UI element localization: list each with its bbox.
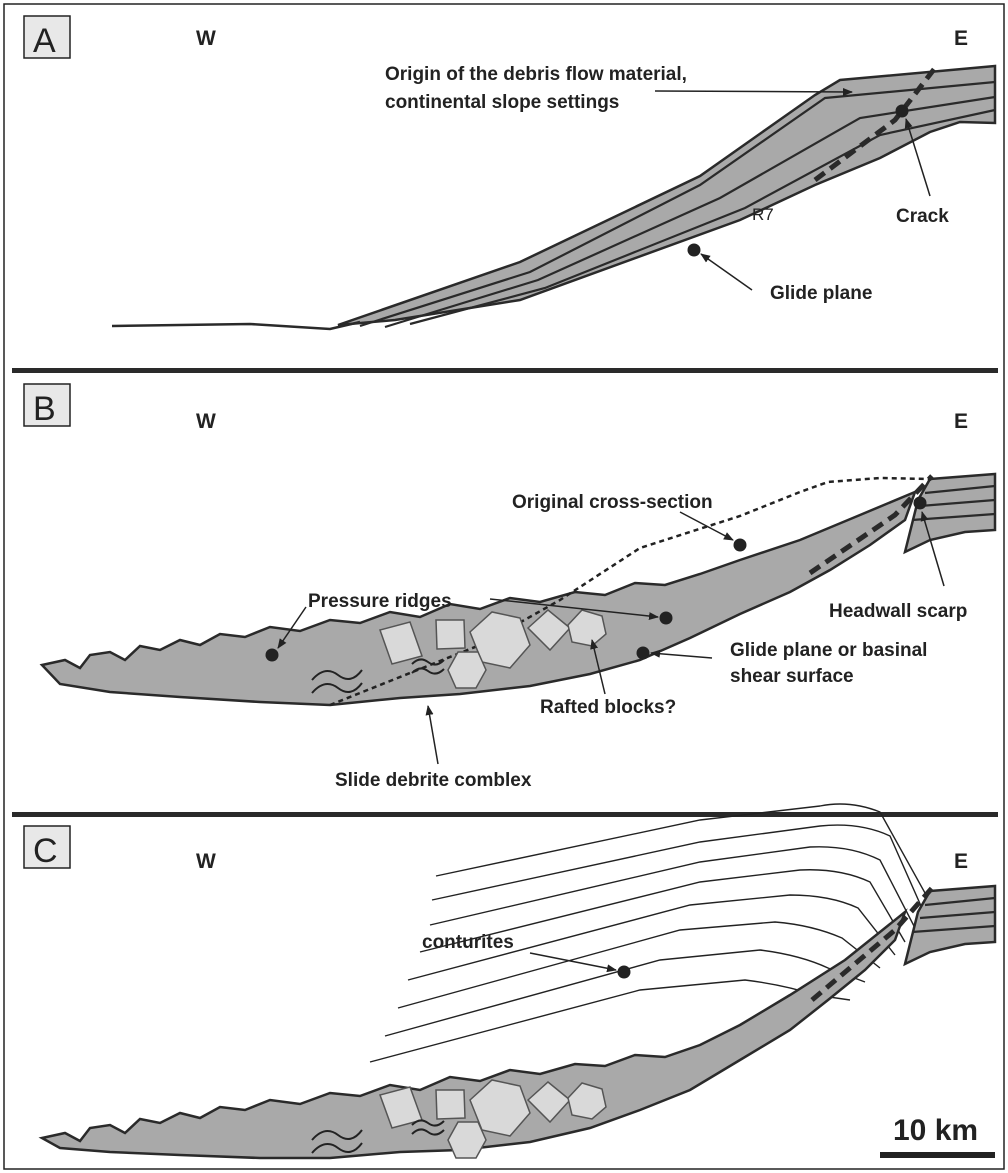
panel-b-original-cross-section-dot [734,539,747,552]
panel-b-glide-plane-dot [637,647,650,660]
panel-b-glide-plane-label-line2: shear surface [730,666,854,687]
figure-frame [4,4,1004,1169]
panel-b-pressure-ridge-dot-1 [660,612,673,625]
panel-c: C W E [24,804,995,1158]
panel-a-r7-label: R7 [752,205,774,224]
panel-b-headwall-scarp-label: Headwall scarp [829,601,967,622]
panel-b-pressure-ridges-label: Pressure ridges [308,591,452,612]
panel-a-east-label: E [954,27,968,50]
panel-b-rafted-blocks-label: Rafted blocks? [540,697,676,718]
panel-a-origin-label-line1: Origin of the debris flow material, [385,64,687,85]
panel-b-east-label: E [954,410,968,433]
panel-b-headwall-dot [914,497,927,510]
panel-a-glide-plane-label: Glide plane [770,283,872,304]
panel-a-crack-dot [896,105,909,118]
panel-a: A W E Origin of the debris flow material… [24,16,995,329]
panel-b-headwall-strata [905,474,995,552]
panel-c-headwall-strata [905,886,995,964]
panel-c-conturites-label: conturites [422,932,514,953]
panel-a-origin-label-line2: continental slope settings [385,92,619,113]
panel-c-west-label: W [196,850,216,873]
scale-bar [880,1152,995,1158]
panel-b-west-label: W [196,410,216,433]
panel-divider-ab [12,368,998,373]
panel-a-crack-label: Crack [896,206,949,227]
panel-c-conturites-dot [618,966,631,979]
scale-bar-label: 10 km [893,1114,978,1147]
panel-divider-bc [12,812,998,817]
panel-b-pressure-ridge-dot-2 [266,649,279,662]
panel-b-glide-plane-label-line1: Glide plane or basinal [730,640,927,661]
panel-a-letter: A [33,22,56,60]
panel-b-letter: B [33,390,56,428]
panel-a-west-label: W [196,27,216,50]
panel-c-east-label: E [954,850,968,873]
panel-b-original-cross-section-label: Original cross-section [512,492,713,513]
panel-c-letter: C [33,832,58,870]
panel-b-slide-debrite-label: Slide debrite comblex [335,770,532,791]
panel-a-glide-plane-dot [688,244,701,257]
panel-b: B W E Original cross-s [24,384,995,791]
